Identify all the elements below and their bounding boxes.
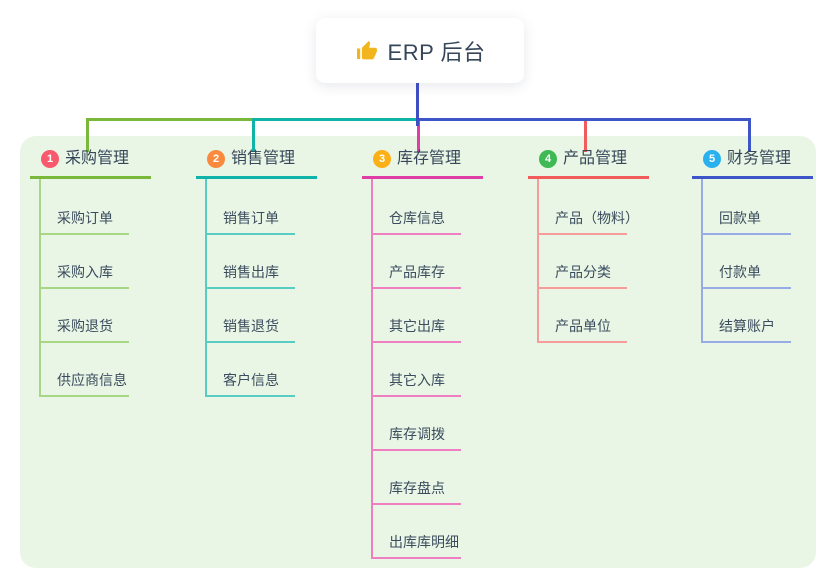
child-underline: [39, 287, 129, 289]
root-node-label: ERP 后台: [387, 39, 486, 65]
connector-bus-segment: [252, 118, 420, 121]
child-underline: [205, 287, 295, 289]
child-underline: [701, 233, 791, 235]
child-underline: [371, 503, 461, 505]
children-spine-line: [537, 179, 539, 343]
branch-connector-drop: [417, 118, 420, 152]
child-node[interactable]: 采购入库: [57, 264, 113, 280]
child-node[interactable]: 销售退货: [223, 318, 279, 334]
branch-node-label[interactable]: 销售管理: [231, 150, 296, 167]
branch-connector-drop: [748, 118, 751, 152]
children-spine-line: [371, 179, 373, 559]
child-node[interactable]: 结算账户: [719, 318, 775, 334]
branch-underline: [196, 176, 317, 179]
branch-number-badge: 2: [207, 150, 225, 168]
child-underline: [371, 557, 461, 559]
children-spine-line: [701, 179, 703, 343]
child-underline: [205, 341, 295, 343]
branch-underline: [362, 176, 483, 179]
child-underline: [371, 287, 461, 289]
child-node[interactable]: 仓库信息: [389, 210, 445, 226]
child-underline: [39, 395, 129, 397]
branch-node-label[interactable]: 财务管理: [727, 150, 792, 167]
child-node[interactable]: 其它出库: [389, 318, 445, 334]
child-node[interactable]: 库存调拨: [389, 426, 445, 442]
child-node[interactable]: 采购退货: [57, 318, 113, 334]
root-connector-line: [416, 83, 419, 126]
child-node[interactable]: 销售出库: [223, 264, 279, 280]
child-underline: [39, 233, 129, 235]
child-underline: [205, 233, 295, 235]
child-node[interactable]: 供应商信息: [57, 372, 127, 388]
branch-number-badge: 5: [703, 150, 721, 168]
branch-underline: [30, 176, 151, 179]
child-underline: [537, 287, 627, 289]
child-node[interactable]: 销售订单: [223, 210, 279, 226]
child-node[interactable]: 客户信息: [223, 372, 279, 388]
branch-node-label[interactable]: 产品管理: [563, 150, 628, 167]
connector-bus-segment: [417, 118, 751, 121]
branch-connector-drop: [86, 118, 89, 152]
branch-connector-drop: [252, 118, 255, 152]
child-underline: [371, 341, 461, 343]
child-underline: [701, 341, 791, 343]
child-node[interactable]: 产品单位: [555, 318, 611, 334]
branch-number-badge: 4: [539, 150, 557, 168]
child-underline: [371, 449, 461, 451]
branch-node-label[interactable]: 采购管理: [65, 150, 130, 167]
branch-number-badge: 1: [41, 150, 59, 168]
child-underline: [371, 233, 461, 235]
branch-underline: [528, 176, 649, 179]
child-node[interactable]: 采购订单: [57, 210, 113, 226]
child-node[interactable]: 产品库存: [389, 264, 445, 280]
branches-panel: [20, 136, 816, 568]
thumbs-up-icon: [355, 39, 379, 63]
child-node[interactable]: 产品（物料）: [555, 210, 639, 226]
branch-connector-drop: [584, 118, 587, 152]
child-node[interactable]: 出库库明细: [389, 534, 459, 550]
connector-bus-segment: [86, 118, 255, 121]
child-underline: [205, 395, 295, 397]
child-node[interactable]: 其它入库: [389, 372, 445, 388]
child-underline: [701, 287, 791, 289]
child-underline: [371, 395, 461, 397]
root-node[interactable]: ERP 后台: [316, 18, 524, 83]
branch-node-label[interactable]: 库存管理: [397, 150, 462, 167]
child-underline: [39, 341, 129, 343]
child-node[interactable]: 回款单: [719, 210, 761, 226]
child-node[interactable]: 付款单: [719, 264, 761, 280]
child-node[interactable]: 库存盘点: [389, 480, 445, 496]
branch-number-badge: 3: [373, 150, 391, 168]
child-underline: [537, 233, 627, 235]
branch-underline: [692, 176, 813, 179]
child-underline: [537, 341, 627, 343]
child-node[interactable]: 产品分类: [555, 264, 611, 280]
